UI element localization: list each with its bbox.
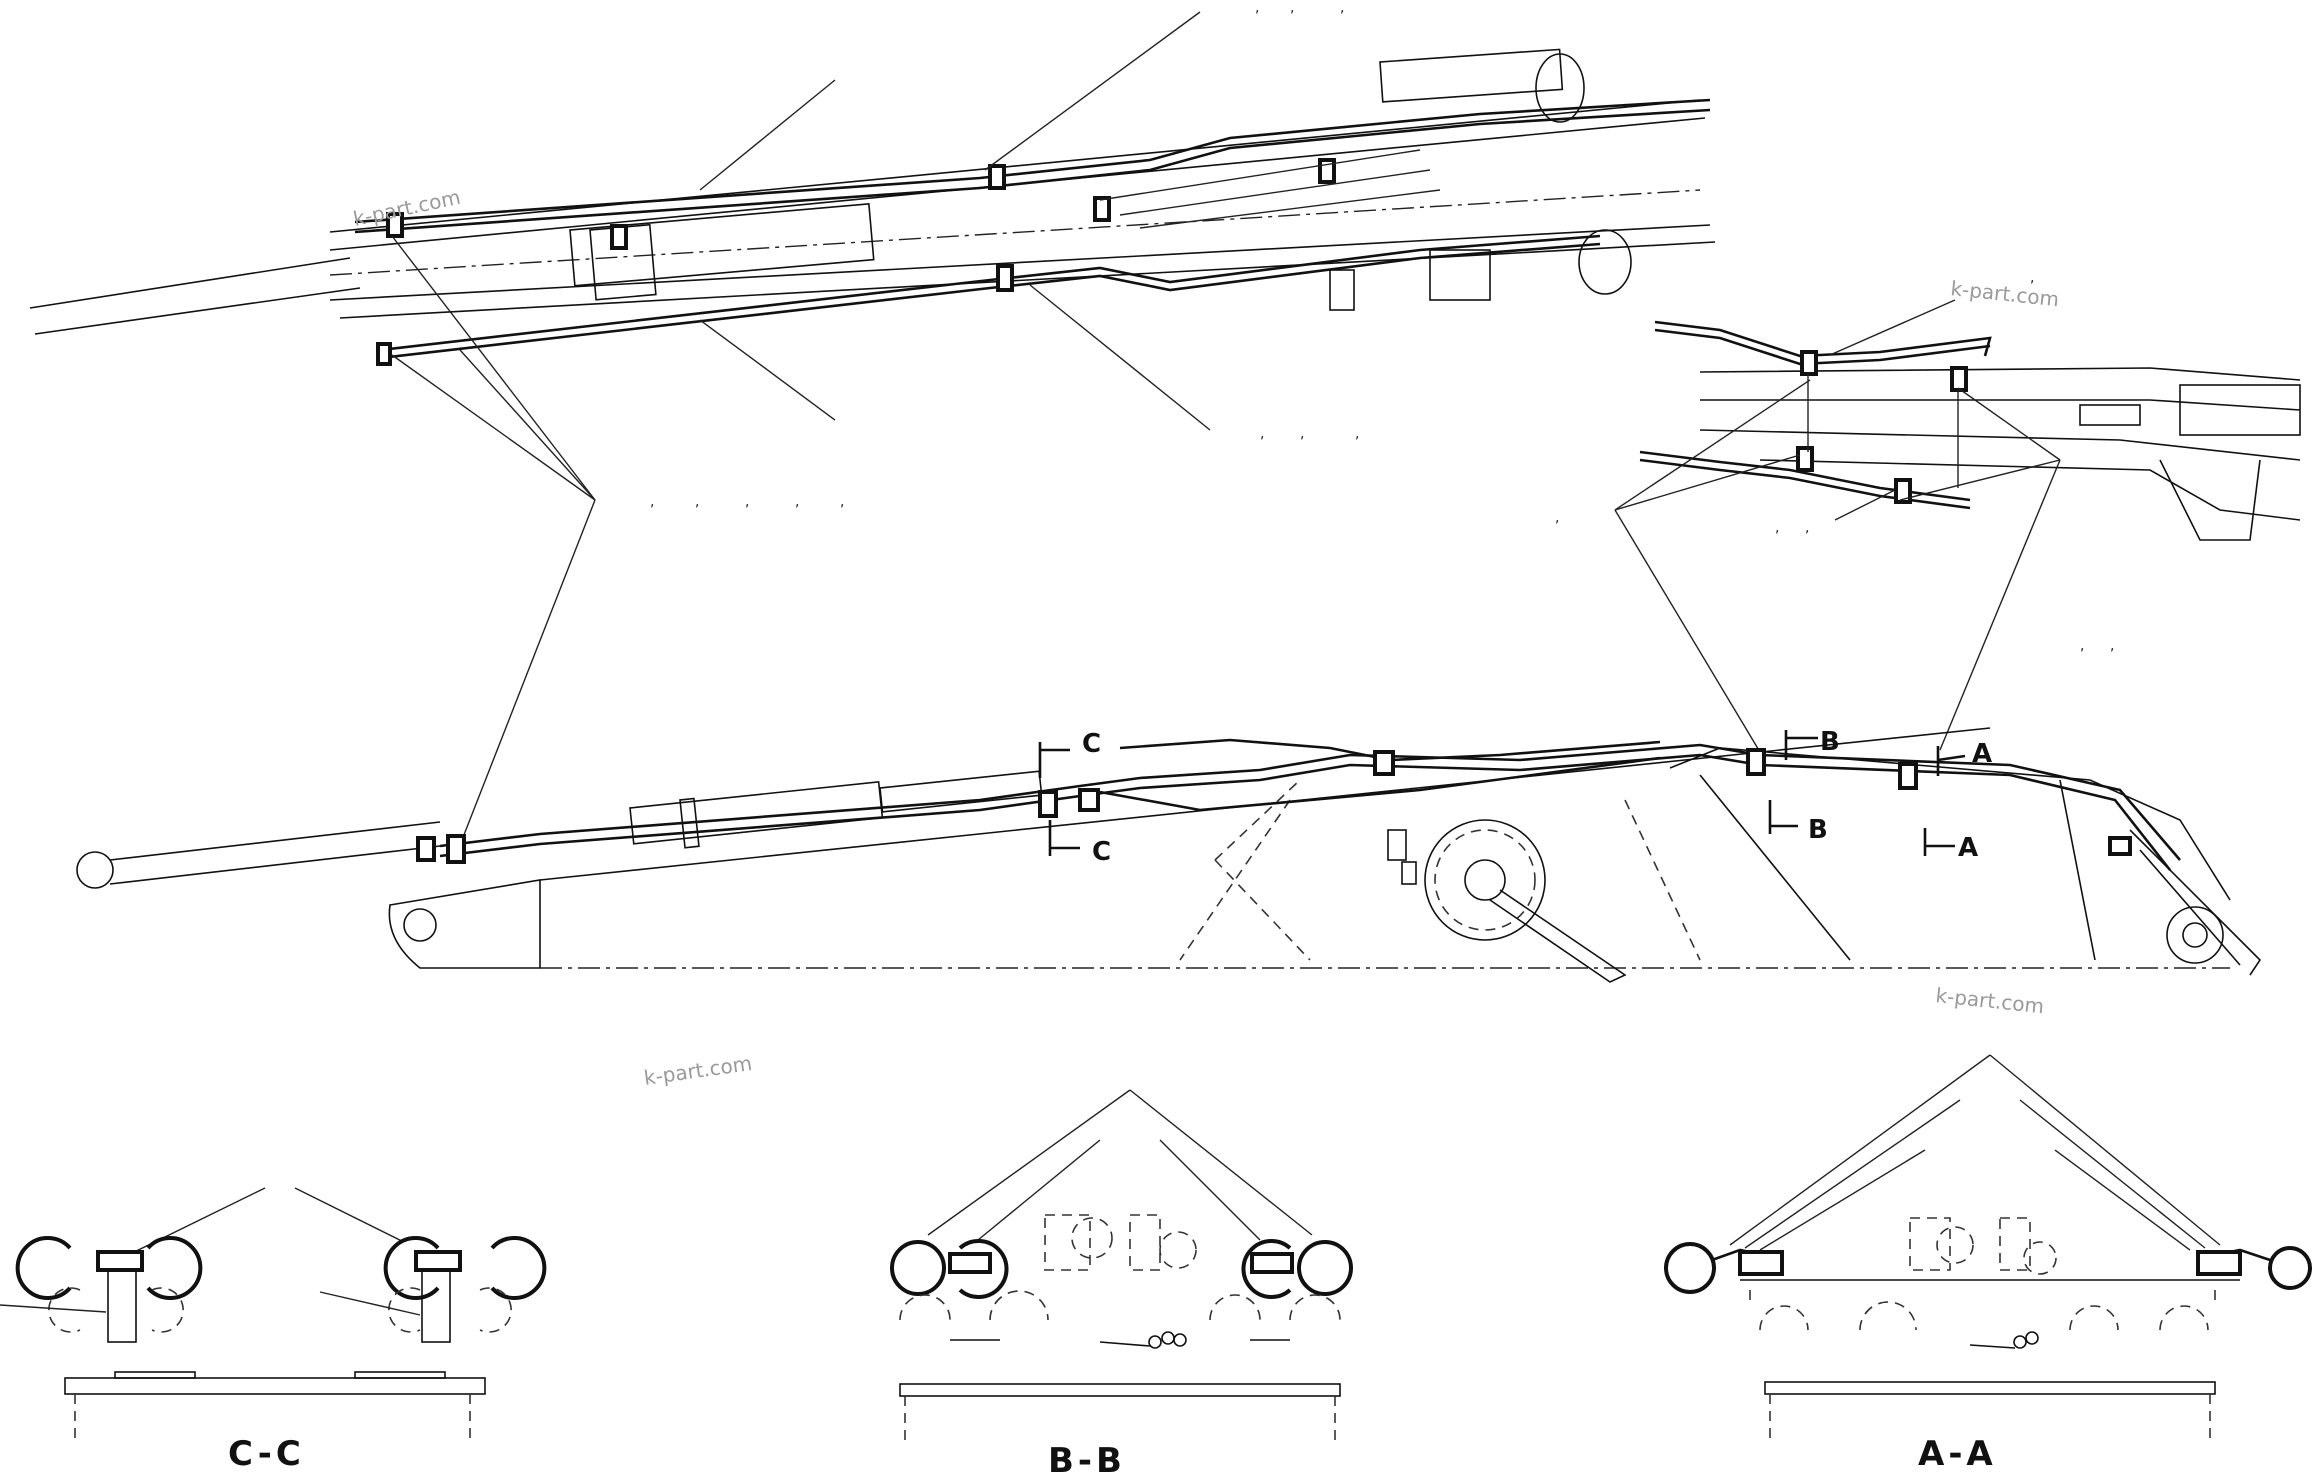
svg-text:,: , (1775, 520, 1779, 536)
top-right-detail-view: , , , , , , (1555, 270, 2301, 753)
section-title-bb: B-B (1048, 1441, 1126, 1474)
svg-text:,: , (1260, 426, 1264, 442)
svg-text:,: , (1555, 510, 1559, 526)
svg-text:,: , (1805, 520, 1809, 536)
section-marker-c-top: C (1082, 729, 1101, 759)
section-title-aa: A-A (1918, 1434, 1997, 1474)
section-marker-c-bottom: C (1092, 837, 1111, 867)
svg-text:,: , (795, 494, 799, 510)
svg-text:,: , (840, 494, 844, 510)
section-title-cc: C-C (228, 1434, 305, 1474)
svg-text:,: , (1290, 0, 1294, 16)
svg-text:,: , (2030, 270, 2034, 286)
svg-text:,: , (1355, 426, 1359, 442)
svg-text:,: , (745, 494, 749, 510)
section-marker-a-bottom: A (1958, 833, 1978, 863)
svg-text:,: , (650, 494, 654, 510)
watermark-3: k-part.com (1934, 983, 2045, 1018)
svg-text:,: , (695, 494, 699, 510)
watermark-4: k-part.com (642, 1051, 753, 1090)
svg-text:,: , (2080, 638, 2084, 654)
svg-text:,: , (1300, 426, 1304, 442)
section-marker-a-top: A (1972, 739, 1992, 769)
watermark-2: k-part.com (1949, 276, 2060, 311)
svg-text:,: , (2110, 638, 2114, 654)
svg-text:,: , (1255, 0, 1259, 16)
section-marker-b-bottom: B (1808, 815, 1828, 845)
top-left-detail-view: , , , , , , , , , , , (29, 0, 1716, 846)
section-aa-view (1664, 1054, 2312, 1445)
section-bb-view (890, 1089, 1353, 1440)
section-cc-view (0, 1187, 547, 1440)
section-marker-b-top: B (1820, 727, 1840, 757)
main-side-view (76, 727, 2262, 983)
svg-text:,: , (1340, 0, 1344, 16)
